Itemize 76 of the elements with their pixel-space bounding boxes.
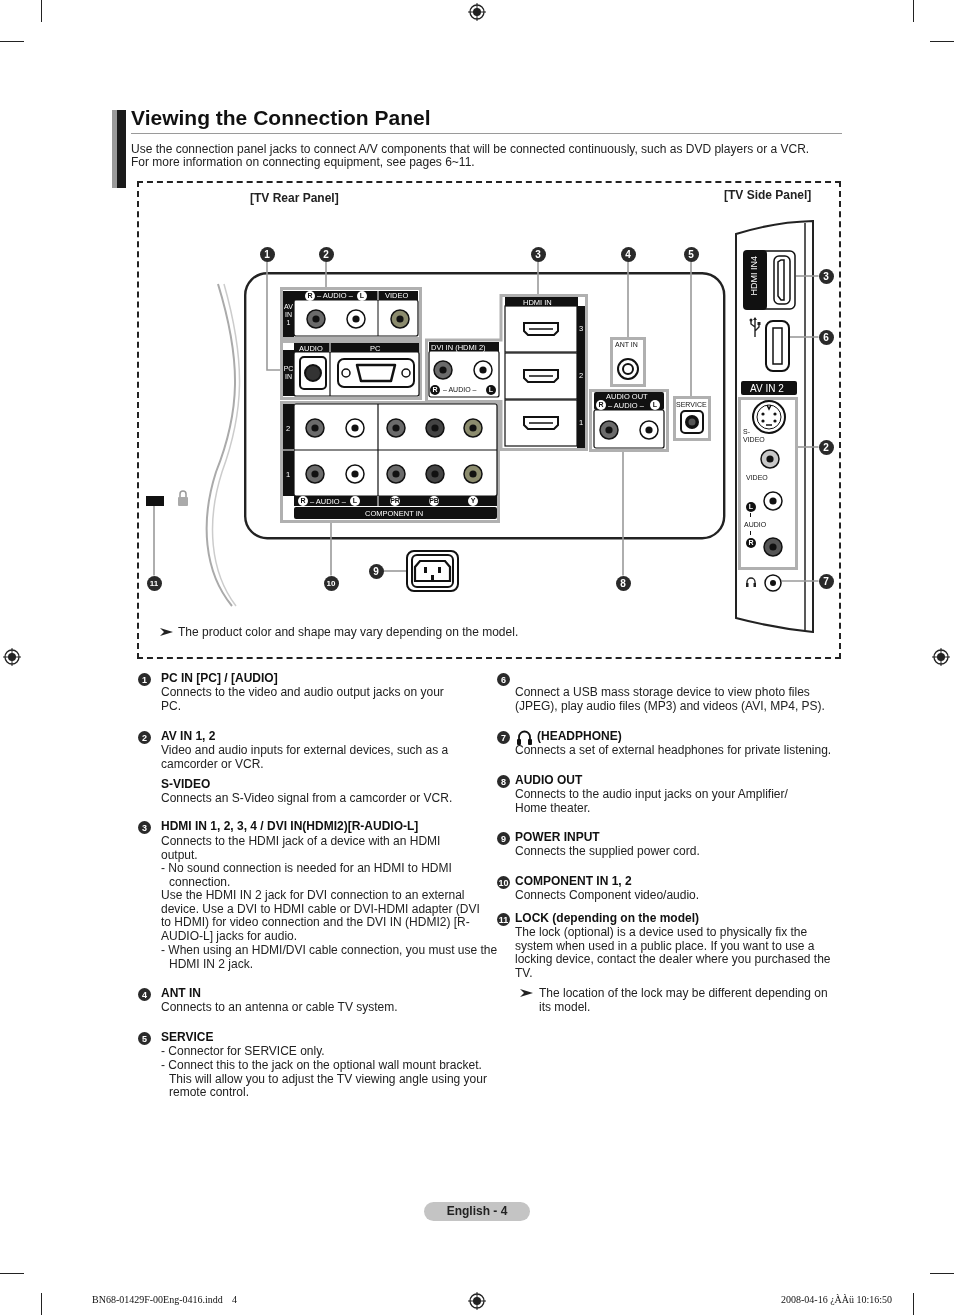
item-heading: AV IN 1, 2 xyxy=(161,730,216,744)
leader-line xyxy=(622,451,624,577)
item-description: Connect a USB mass storage device to view photo files (JPEG), play audio files (MP3) and videos (AVI, MP4, PS). xyxy=(515,686,826,714)
intro-text: Use the connection panel jacks to connect A/V components that will be connected continuously, such as DVD players or a VCR. xyxy=(131,143,811,157)
callout-number: 3 xyxy=(530,246,546,262)
item-heading: COMPONENT IN 1, 2 xyxy=(515,875,632,889)
print-slug: 2008-04-16 ¿ÀÀü 10:16:50 xyxy=(781,1294,893,1305)
panel-caption: [TV Side Panel] xyxy=(724,189,812,203)
intro-text: For more information on connecting equipment, see pages 6~11. xyxy=(131,156,476,170)
item-description: Connects to the video and audio output jacks on your PC. xyxy=(161,686,445,714)
callout-number: 8 xyxy=(615,575,631,591)
item-number: 4 xyxy=(138,988,151,1001)
item-description: The lock (optional) is a device used to physically fix the system when used in a public place. If you want to use a locking device, contact the dealer where you purchased the TV. xyxy=(515,926,832,981)
item-heading: S-VIDEO xyxy=(161,778,211,792)
panel-caption: [TV Rear Panel] xyxy=(250,192,339,206)
callout-number: 1 xyxy=(259,246,275,262)
item-description: - Connect this to the jack on the optional wall mount bracket. This will allow you to adjust the TV viewing angle using your remote control. xyxy=(161,1059,488,1100)
leader-line xyxy=(627,260,629,338)
leader-line xyxy=(537,260,539,295)
callout-number: 6 xyxy=(818,329,834,345)
item-description: Video and audio inputs for external devices, such as a camcorder or VCR. xyxy=(161,744,450,772)
callout-number: 5 xyxy=(683,246,699,262)
page-number-pill: English - 4 xyxy=(424,1202,530,1221)
leader-line xyxy=(690,260,692,397)
item-description: - When using an HDMI/DVI cable connection, you must use the HDMI IN 2 jack. xyxy=(161,944,499,972)
callout-number: 9 xyxy=(368,563,384,579)
item-number: 8 xyxy=(497,775,510,788)
leader-line xyxy=(382,570,407,572)
port-label: AV IN 2 xyxy=(750,381,784,395)
print-slug: 4 xyxy=(232,1294,237,1305)
leader-line xyxy=(797,446,820,448)
item-description: Connects to an antenna or cable TV system. xyxy=(161,1001,399,1015)
item-number: 6 xyxy=(497,673,510,686)
item-number: 2 xyxy=(138,731,151,744)
note-text: The product color and shape may vary depending on the model. xyxy=(178,626,519,640)
item-number: 7 xyxy=(497,731,510,744)
callout-number: 11 xyxy=(146,575,162,591)
item-description: - Connector for SERVICE only. xyxy=(161,1045,326,1059)
item-heading: HDMI IN 1, 2, 3, 4 / DVI IN(HDMI2)[R-AUDIO-L] xyxy=(161,820,419,834)
print-slug: BN68-01429F-00Eng-0416.indd xyxy=(92,1294,223,1305)
item-description: Connects a set of external headphones for private listening. xyxy=(515,744,833,758)
item-number: 9 xyxy=(497,832,510,845)
callout-number: 2 xyxy=(818,439,834,455)
item-description: - No sound connection is needed for an HDMI to HDMI connection. xyxy=(161,862,453,890)
item-heading: AUDIO OUT xyxy=(515,774,583,788)
item-number: 10 xyxy=(497,876,510,889)
item-description: The location of the lock may be different depending on its model. xyxy=(539,987,829,1015)
callout-number: 3 xyxy=(818,268,834,284)
leader-line xyxy=(153,505,155,577)
page-title: Viewing the Connection Panel xyxy=(131,106,431,130)
item-heading: ANT IN xyxy=(161,987,201,1001)
leader-line xyxy=(781,580,820,582)
leader-line xyxy=(325,260,327,288)
item-description: Use the HDMI IN 2 jack for DVI connection to an external device. Use a DVI to HDMI cable or DVI-HDMI adapter (DVI to HDMI) for video connection and the DVI IN (HDMI2) [R-AUDIO-L] jacks for audio. xyxy=(161,889,481,944)
item-number: 1 xyxy=(138,673,151,686)
callout-number: 7 xyxy=(818,573,834,589)
item-description: Connects to the audio input jacks on your Amplifier/ Home theater. xyxy=(515,788,789,816)
item-heading: (HEADPHONE) xyxy=(537,730,622,744)
leader-line xyxy=(330,522,332,577)
item-number: 3 xyxy=(138,821,151,834)
item-heading: LOCK (depending on the model) xyxy=(515,912,699,926)
callout-number: 2 xyxy=(318,246,334,262)
item-description: Connects an S-Video signal from a camcorder or VCR. xyxy=(161,792,454,806)
item-number: 11 xyxy=(497,913,510,926)
item-heading: POWER INPUT xyxy=(515,831,600,845)
item-description: Connects to the HDMI jack of a device with an HDMI output. xyxy=(161,835,442,863)
port-label: HDMI IN4 xyxy=(749,256,759,296)
item-description: Connects the supplied power cord. xyxy=(515,845,701,859)
leader-line xyxy=(795,275,820,277)
callout-number: 10 xyxy=(323,575,339,591)
item-heading: PC IN [PC] / [AUDIO] xyxy=(161,672,278,686)
item-heading: SERVICE xyxy=(161,1031,214,1045)
leader-line xyxy=(789,336,820,338)
item-number: 5 xyxy=(138,1032,151,1045)
callout-number: 4 xyxy=(620,246,636,262)
item-description: Connects Component video/audio. xyxy=(515,889,701,903)
